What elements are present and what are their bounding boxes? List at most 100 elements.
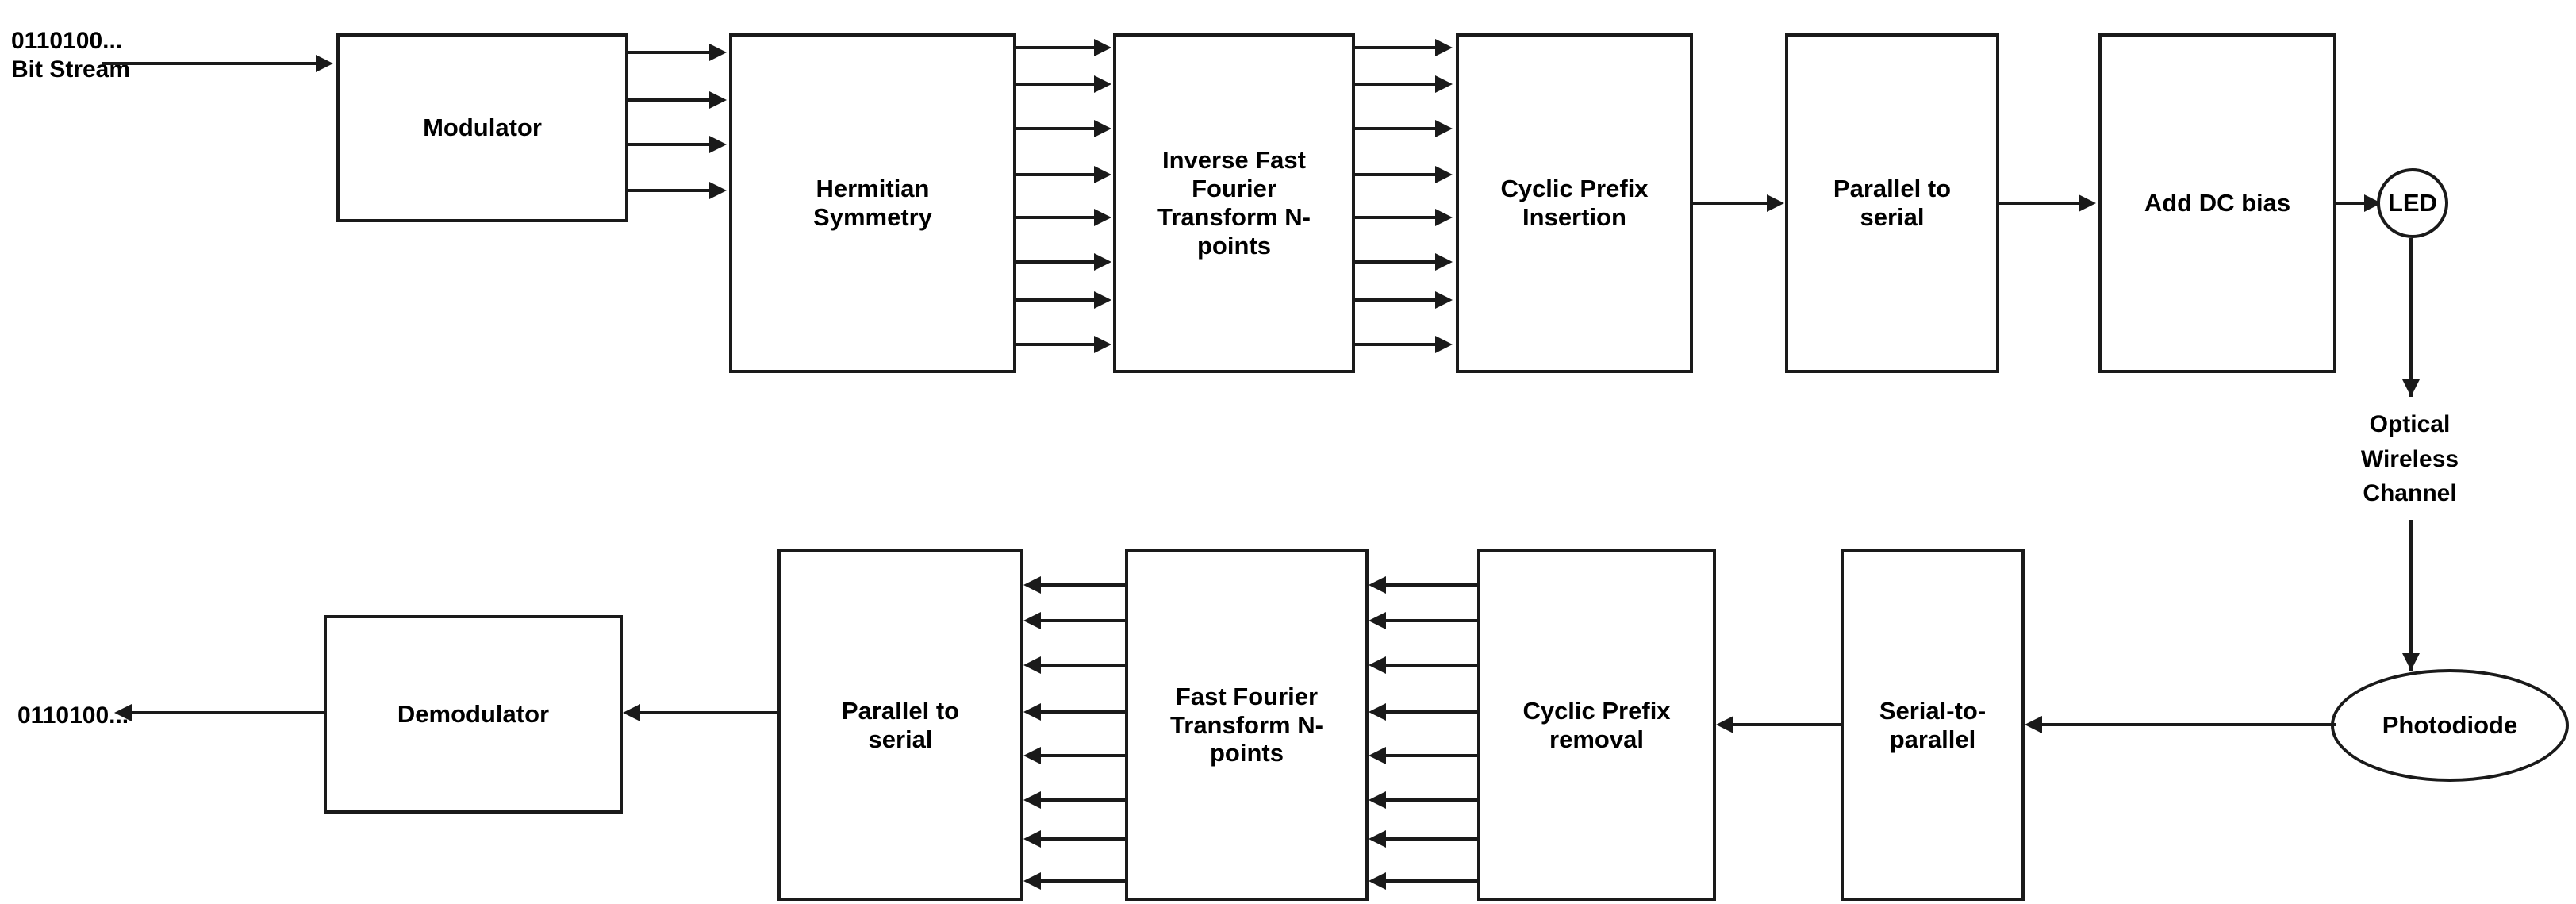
bus-arrow-fft-ps-2	[1023, 612, 1041, 629]
bus-line-mod-herm-1	[628, 51, 711, 54]
bus-arrow-herm-ifft-3	[1094, 120, 1111, 137]
bus-arrow-fft-ps-4	[1023, 703, 1041, 721]
bus-arrow-ifft-cp-3	[1435, 120, 1453, 137]
bus-line-herm-ifft-5	[1016, 216, 1096, 219]
bus-line-ifft-cp-7	[1355, 298, 1437, 302]
block-modulator[interactable]: Modulator	[336, 33, 628, 222]
bus-arrow-cpr-fft-3	[1369, 656, 1386, 674]
block-parallel-to-serial-rx[interactable]: Parallel to serial	[777, 549, 1023, 901]
bus-line-ifft-cp-4	[1355, 173, 1437, 176]
channel-arrow-upper	[2402, 379, 2420, 397]
bus-arrow-mod-herm-1	[709, 44, 727, 61]
block-parallel-to-serial-tx[interactable]: Parallel to serial	[1785, 33, 1999, 373]
bus-arrow-cpr-fft-7	[1369, 830, 1386, 848]
block-serial-to-parallel[interactable]: Serial-to- parallel	[1841, 549, 2025, 901]
channel-line-upper	[2409, 238, 2413, 397]
bus-arrow-fft-ps-5	[1023, 747, 1041, 764]
bus-line-fft-ps-8	[1041, 879, 1127, 883]
input-connector-line	[102, 62, 317, 65]
bus-arrow-fft-ps-3	[1023, 656, 1041, 674]
output-bitstream-value: 0110100...	[17, 702, 129, 729]
bus-arrow-cpr-fft-1	[1369, 576, 1386, 594]
block-cyclic-prefix-removal[interactable]: Cyclic Prefix removal	[1477, 549, 1716, 901]
bus-line-fft-ps-4	[1041, 710, 1127, 714]
bus-line-ifft-cp-3	[1355, 127, 1437, 130]
bus-line-ifft-cp-2	[1355, 83, 1437, 86]
connector-sp-to-cpr	[1733, 723, 1844, 726]
block-fft-label: Fast Fourier Transform N- points	[1170, 682, 1323, 767]
input-arrow-head	[316, 55, 333, 72]
bus-arrow-mod-herm-4	[709, 182, 727, 199]
channel-line-lower	[2409, 520, 2413, 671]
block-parallel-to-serial-tx-label: Parallel to serial	[1833, 175, 1952, 231]
bus-line-mod-herm-2	[628, 98, 711, 102]
arrow-cp-to-ps	[1767, 194, 1784, 212]
channel-arrow-lower	[2402, 653, 2420, 671]
block-photodiode-label: Photodiode	[2382, 711, 2518, 739]
bus-arrow-herm-ifft-1	[1094, 39, 1111, 56]
channel-label: Optical Wireless Channel	[2360, 411, 2459, 506]
block-cyclic-prefix-insertion[interactable]: Cyclic Prefix Insertion	[1456, 33, 1693, 373]
bus-arrow-ifft-cp-7	[1435, 291, 1453, 309]
bus-line-herm-ifft-6	[1016, 260, 1096, 264]
bus-arrow-fft-ps-8	[1023, 872, 1041, 890]
bus-line-fft-ps-5	[1041, 754, 1127, 757]
arrow-sp-to-cpr	[1716, 716, 1733, 733]
block-inverse-fft[interactable]: Inverse Fast Fourier Transform N- points	[1113, 33, 1355, 373]
bus-line-fft-ps-2	[1041, 619, 1127, 622]
connector-ps-to-demod	[640, 711, 780, 714]
bus-arrow-cpr-fft-4	[1369, 703, 1386, 721]
bus-line-ifft-cp-8	[1355, 343, 1437, 346]
bus-line-herm-ifft-7	[1016, 298, 1096, 302]
block-photodiode[interactable]: Photodiode	[2331, 669, 2569, 782]
bus-arrow-cpr-fft-5	[1369, 747, 1386, 764]
block-demodulator-label: Demodulator	[397, 700, 550, 729]
bus-line-fft-ps-6	[1041, 798, 1127, 802]
bus-line-herm-ifft-2	[1016, 83, 1096, 86]
block-led[interactable]: LED	[2377, 168, 2448, 238]
bus-line-herm-ifft-8	[1016, 343, 1096, 346]
bus-line-herm-ifft-1	[1016, 46, 1096, 49]
block-demodulator[interactable]: Demodulator	[324, 615, 623, 814]
input-bitstream-value: 0110100...	[11, 28, 123, 54]
block-hermitian-symmetry[interactable]: Hermitian Symmetry	[729, 33, 1016, 373]
bus-arrow-ifft-cp-4	[1435, 166, 1453, 183]
bus-arrow-herm-ifft-5	[1094, 209, 1111, 226]
bus-arrow-cpr-fft-8	[1369, 872, 1386, 890]
block-add-dc-bias[interactable]: Add DC bias	[2098, 33, 2336, 373]
bus-line-cpr-fft-3	[1386, 664, 1479, 667]
bus-line-fft-ps-3	[1041, 664, 1127, 667]
arrow-demod-to-output	[114, 704, 132, 721]
bus-line-cpr-fft-8	[1386, 879, 1479, 883]
bus-arrow-fft-ps-6	[1023, 791, 1041, 809]
connector-ps-to-dc	[1999, 202, 2080, 205]
bus-arrow-herm-ifft-2	[1094, 75, 1111, 93]
bus-line-cpr-fft-7	[1386, 837, 1479, 841]
block-inverse-fft-label: Inverse Fast Fourier Transform N- points	[1157, 146, 1311, 260]
bus-arrow-fft-ps-7	[1023, 830, 1041, 848]
connector-cp-to-ps	[1693, 202, 1768, 205]
bus-arrow-herm-ifft-6	[1094, 253, 1111, 271]
connector-dc-to-led	[2336, 202, 2368, 205]
bus-arrow-herm-ifft-7	[1094, 291, 1111, 309]
connector-pd-to-sp	[2042, 723, 2336, 726]
bus-arrow-ifft-cp-5	[1435, 209, 1453, 226]
connector-demod-to-output	[132, 711, 325, 714]
bus-arrow-ifft-cp-2	[1435, 75, 1453, 93]
block-cyclic-prefix-removal-label: Cyclic Prefix removal	[1522, 696, 1671, 753]
bus-line-cpr-fft-1	[1386, 583, 1479, 587]
block-parallel-to-serial-rx-label: Parallel to serial	[841, 696, 960, 753]
input-bitstream-label: Bit Stream	[11, 56, 131, 83]
block-hermitian-symmetry-label: Hermitian Symmetry	[813, 175, 932, 231]
bus-arrow-cpr-fft-2	[1369, 612, 1386, 629]
bus-arrow-herm-ifft-4	[1094, 166, 1111, 183]
bus-arrow-cpr-fft-6	[1369, 791, 1386, 809]
block-modulator-label: Modulator	[423, 113, 542, 142]
bus-arrow-fft-ps-1	[1023, 576, 1041, 594]
arrow-pd-to-sp	[2025, 716, 2042, 733]
bus-line-mod-herm-3	[628, 143, 711, 146]
bus-line-mod-herm-4	[628, 189, 711, 192]
bus-arrow-ifft-cp-1	[1435, 39, 1453, 56]
block-fft[interactable]: Fast Fourier Transform N- points	[1125, 549, 1369, 901]
